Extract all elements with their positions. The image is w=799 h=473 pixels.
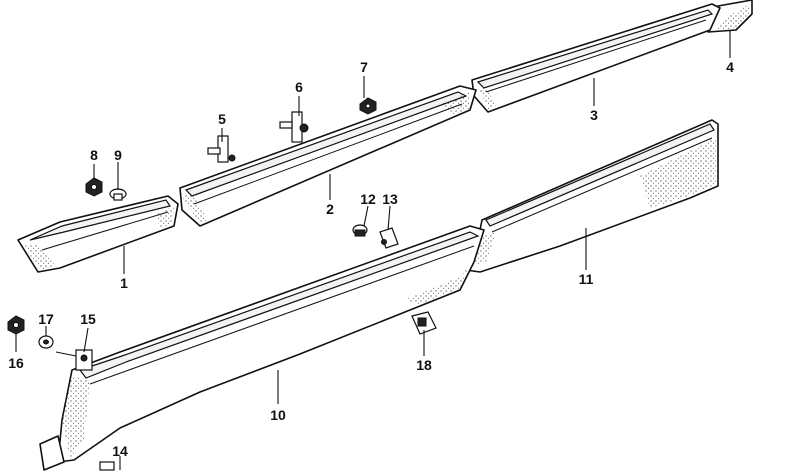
- callout-2: 2: [326, 201, 334, 217]
- part-3-trim-strip: [471, 3, 721, 113]
- clip-5: [207, 135, 236, 163]
- callout-12: 12: [360, 191, 376, 207]
- part-2-trim-strip: [179, 85, 477, 227]
- clip-nut-15: [55, 349, 93, 371]
- nut-12: [352, 224, 368, 237]
- callout-8: 8: [90, 147, 98, 163]
- washer-17: [38, 335, 54, 349]
- callout-4: 4: [726, 59, 734, 75]
- clip-13: [379, 227, 399, 249]
- callouts: 1 2 3 4 5 6 7 8 9 10 11 12 13 14 15 16 1…: [8, 59, 734, 459]
- part-11-rocker-panel-rear: [465, 119, 719, 273]
- grommet-9: [109, 188, 127, 201]
- nut-7: [359, 97, 377, 115]
- callout-16: 16: [8, 355, 24, 371]
- nut-16: [7, 315, 25, 335]
- callout-18: 18: [416, 357, 432, 373]
- callout-6: 6: [295, 79, 303, 95]
- screw-14: [99, 461, 115, 471]
- leader-lines: [15, 30, 731, 470]
- callout-7: 7: [360, 59, 368, 75]
- callout-14: 14: [112, 443, 128, 459]
- clip-18: [411, 311, 437, 335]
- clip-6: [279, 111, 309, 143]
- callout-9: 9: [114, 147, 122, 163]
- callout-3: 3: [590, 107, 598, 123]
- nut-8: [85, 177, 103, 197]
- part-1-trim-front: [17, 195, 179, 273]
- callout-11: 11: [579, 271, 594, 287]
- callout-15: 15: [80, 311, 96, 327]
- callout-17: 17: [38, 311, 54, 327]
- callout-1: 1: [120, 275, 128, 291]
- part-10-rocker-panel-front: [39, 225, 485, 471]
- callout-13: 13: [382, 191, 398, 207]
- callout-10: 10: [270, 407, 286, 423]
- callout-5: 5: [218, 111, 226, 127]
